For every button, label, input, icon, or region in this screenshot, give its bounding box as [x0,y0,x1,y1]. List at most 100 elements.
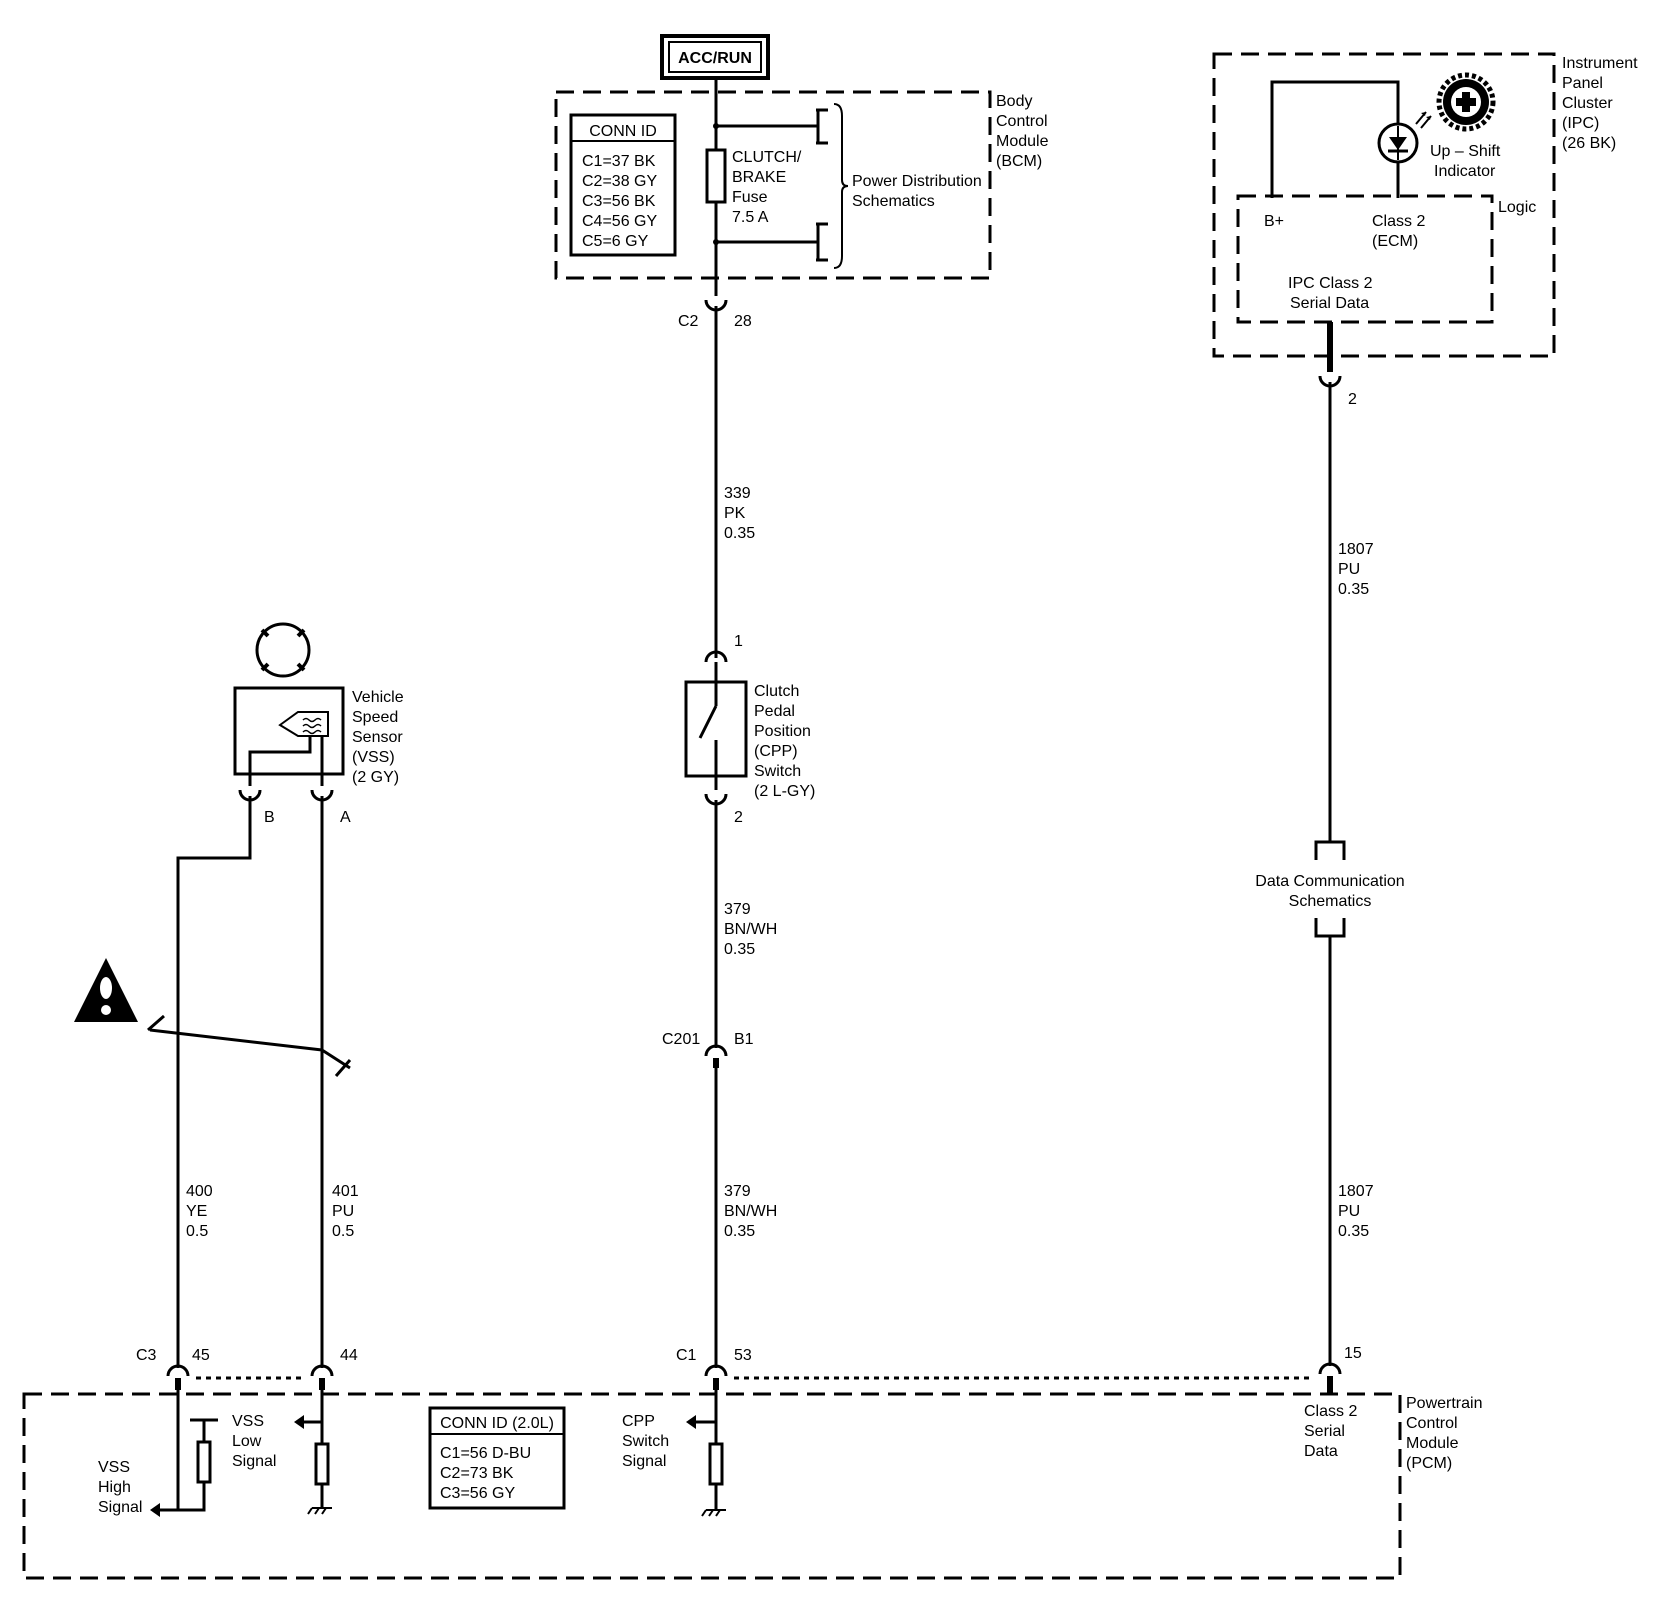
vss-pin-a: A [340,809,351,826]
pcm-class2-line: Class 2 [1304,1403,1357,1420]
wire-circuit-number: 339 [724,485,751,502]
ipc-module: Instrument Panel Cluster (IPC) (26 BK) L… [1212,52,1638,358]
wire-circuit-number: 400 [186,1183,213,1200]
wire-339-label: 339 PK 0.35 [724,485,755,542]
vss-name-line: Vehicle [352,689,404,706]
cpp-signal-line: CPP [622,1413,655,1430]
wire-circuit-number: 379 [724,1183,751,1200]
acc-run-power-box: ACC/RUN [660,34,770,80]
data-communication-reference: Data Communication Schematics [1255,840,1405,938]
pcm-class2-line: Serial [1304,1423,1345,1440]
power-distribution-label: Power Distribution [852,173,982,190]
bcm-name-line: Module [996,133,1049,150]
fuse-label-line: BRAKE [732,169,786,186]
wire-color: PU [332,1203,354,1220]
pcm-conn-id-item: C1=56 D-BU [440,1445,531,1462]
vss-name-line: (VSS) [352,749,395,766]
pcm-name-line: (PCM) [1406,1455,1452,1472]
up-shift-indicator: Up – Shift Indicator [1270,72,1501,198]
pcm-conn-id-title: CONN ID (2.0L) [440,1415,554,1432]
cpp-name-line: (CPP) [754,743,798,760]
bcm-conn-id-item: C5=6 GY [582,233,649,250]
ipc-logic-label: Logic [1498,199,1536,216]
clutch-brake-fuse: CLUTCH/ BRAKE Fuse 7.5 A [705,148,802,226]
pcm-vss-internal: VSS Low Signal VSS High Signal [98,1390,332,1517]
ipc-name: Instrument Panel Cluster (IPC) (26 BK) [1562,55,1638,152]
dcs-label-line: Schematics [1289,893,1372,910]
ipc-class2-line: Class 2 [1372,213,1425,230]
vss-low-line: Low [232,1433,262,1450]
wire-circuit-number: 1807 [1338,1183,1374,1200]
ipc-bplus-label: B+ [1264,213,1284,230]
power-distribution-taps: Power Distribution Schematics [713,103,982,269]
wire-color: PK [724,505,746,522]
pcm-name-line: Control [1406,1415,1458,1432]
wire-401-label: 401 PU 0.5 [332,1183,359,1240]
vss-name-line: (2 GY) [352,769,399,786]
pcm-module: Powertrain Control Module (PCM) C3 45 44… [22,1345,1482,1580]
pcm-connectors: C3 45 44 C1 53 15 [136,1345,1362,1394]
cpp-pin-bottom: 2 [734,809,743,826]
pcm-cpp-internal: CPP Switch Signal [622,1390,726,1517]
c201-pin: B1 [734,1031,754,1048]
cpp-name-line: Pedal [754,703,795,720]
vss-pin-b: B [264,809,275,826]
bcm-conn-id-item: C4=56 GY [582,213,657,230]
ipc-name-line: (IPC) [1562,115,1599,132]
wire-1807-upper-label: 1807 PU 0.35 [1338,541,1374,598]
bcm-conn-id-table: CONN ID C1=37 BK C2=38 GY C3=56 BK C4=56… [569,113,677,257]
cpp-name-line: Switch [754,763,801,780]
fuse-label-line: 7.5 A [732,209,769,226]
ipc-serial-line: IPC Class 2 [1288,275,1373,292]
dcs-label-line: Data Communication [1255,873,1404,890]
wire-gauge: 0.5 [332,1223,354,1240]
ipc-pin-label: 2 [1348,391,1357,408]
fuse-label-line: Fuse [732,189,768,206]
bcm-name-line: Body [996,93,1032,110]
bcm-name: Body Control Module (BCM) [996,93,1049,170]
vss-name-line: Sensor [352,729,403,746]
cpp-switch: 1 2 Clutch Pedal Position (CPP) Switch (… [684,633,815,826]
pcm-conn-id-item: C3=56 GY [440,1485,515,1502]
wire-379-upper-label: 379 BN/WH 0.35 [724,901,777,958]
wire-379-lower-label: 379 BN/WH 0.35 [724,1183,777,1240]
wire-1807-lower-label: 1807 PU 0.35 [1338,1183,1374,1240]
ipc-name-line: Panel [1562,75,1603,92]
c201-inline-connector: C201 B1 [662,1031,754,1068]
wire-gauge: 0.35 [1338,581,1369,598]
wire-color: BN/WH [724,1203,777,1220]
wire-circuit-number: 379 [724,901,751,918]
pcm-class2-line: Data [1304,1443,1338,1460]
pcm-c1-label: C1 [676,1347,697,1364]
pcm-pin-53: 53 [734,1347,752,1364]
vss-high-line: Signal [98,1499,142,1516]
cpp-name-line: Clutch [754,683,799,700]
wire-color: PU [1338,1203,1360,1220]
cpp-signal-line: Signal [622,1453,666,1470]
wire-color: BN/WH [724,921,777,938]
fuse-label-line: CLUTCH/ [732,149,802,166]
vss-high-line: High [98,1479,131,1496]
indicator-label-line: Up – Shift [1430,143,1501,160]
c201-label: C201 [662,1031,700,1048]
cpp-name-line: (2 L-GY) [754,783,815,800]
wire-color: PU [1338,561,1360,578]
ipc-name-line: (26 BK) [1562,135,1616,152]
pcm-pin-44: 44 [340,1347,358,1364]
cpp-name-line: Position [754,723,811,740]
wire-gauge: 0.35 [724,1223,755,1240]
warning-icon [74,958,138,1022]
power-distribution-label: Schematics [852,193,935,210]
cpp-pin-top: 1 [734,633,743,650]
pcm-pin-15: 15 [1344,1345,1362,1362]
pcm-pin-45: 45 [192,1347,210,1364]
bcm-module: Body Control Module (BCM) CONN ID C1=37 … [554,90,1049,280]
pcm-c3-label: C3 [136,1347,157,1364]
pcm-name-line: Module [1406,1435,1459,1452]
wire-gauge: 0.5 [186,1223,208,1240]
wire-gauge: 0.35 [1338,1223,1369,1240]
wire-circuit-number: 1807 [1338,541,1374,558]
wire-color: YE [186,1203,207,1220]
pcm-name-line: Powertrain [1406,1395,1482,1412]
pcm-name: Powertrain Control Module (PCM) [1406,1395,1482,1472]
